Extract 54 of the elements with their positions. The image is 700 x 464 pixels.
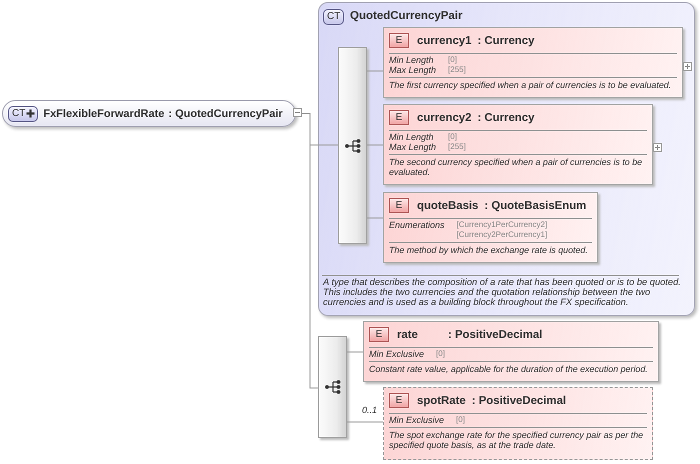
type-tag: CT [323,9,344,25]
element-tag: E [389,33,409,48]
element-name: currency1 [417,34,472,46]
element-name: quoteBasis [417,200,478,212]
element-tag: E [389,110,409,125]
facet-value: [0] [448,55,458,65]
facet-name: Min Length [389,132,435,142]
root-element-box [2,100,296,127]
sequence-compositor [318,336,347,438]
facet-name: Enumerations [389,220,445,230]
tag-text: CT [12,108,26,120]
description-text: A type that describes the composition of a rate that has been quoted or is to be quoted. This includes the two currencies and the quotation relationship between the two currencies and is used as a building block throughout the FX specification. [323,278,682,308]
facet-value: [0] [448,132,458,142]
element-box [383,104,653,185]
facet-name: Min Length [389,55,435,65]
type-name: QuotedCurrencyPair [350,10,462,22]
description-text: The method by which the exchange rate is quoted. [389,244,589,257]
element-name: FxFlexibleForwardRate [43,108,164,120]
element-type: : QuotedCurrencyPair [168,108,283,120]
facet-value: [Currency2PerCurrency1] [456,230,548,240]
element-tag: E [389,198,409,213]
facet-value: [0] [456,415,466,425]
facet-value: [0] [436,349,446,359]
element-type: : PositiveDecimal [448,328,542,340]
element-type: : Currency [477,34,534,46]
element-tag: E [389,393,409,408]
description-text: The first currency specified when a pair of currencies is to be evaluated. [389,79,672,92]
element-box [383,192,598,263]
element-type: : QuoteBasisEnum [484,200,586,212]
element-type: : Currency [477,112,534,124]
element-box [363,321,659,382]
element-tag: E [369,327,389,342]
facet-name: Min Exclusive [369,349,424,359]
description-text: The second currency specified when a pair of currencies is to be evaluated. [389,156,644,179]
facet-value: [Currency1PerCurrency2] [456,220,548,230]
facet-name: Max Length [389,142,436,152]
facet-name: Min Exclusive [389,415,444,425]
facet-value: [255] [448,142,467,152]
optional-element-box [383,387,653,460]
edge-label: 0..1 [360,405,378,416]
complex-type-panel [318,2,695,316]
sequence-compositor [338,47,367,244]
element-box [383,27,683,98]
connector-line [366,144,384,146]
description-text: The spot exchange rate for the specified currency pair as per the specified quote basis, as at the trade date. [389,429,644,452]
facet-name: Max Length [389,65,436,75]
description-text: Constant rate value, applicable for the duration of the execution period. [369,363,649,376]
element-name: currency2 [417,112,472,124]
connector-line [366,70,384,72]
connector-line [302,113,318,388]
element-name: rate [397,328,419,340]
element-type: : PositiveDecimal [472,394,566,406]
facet-value: [255] [448,65,467,75]
element-name: spotRate [417,394,466,406]
